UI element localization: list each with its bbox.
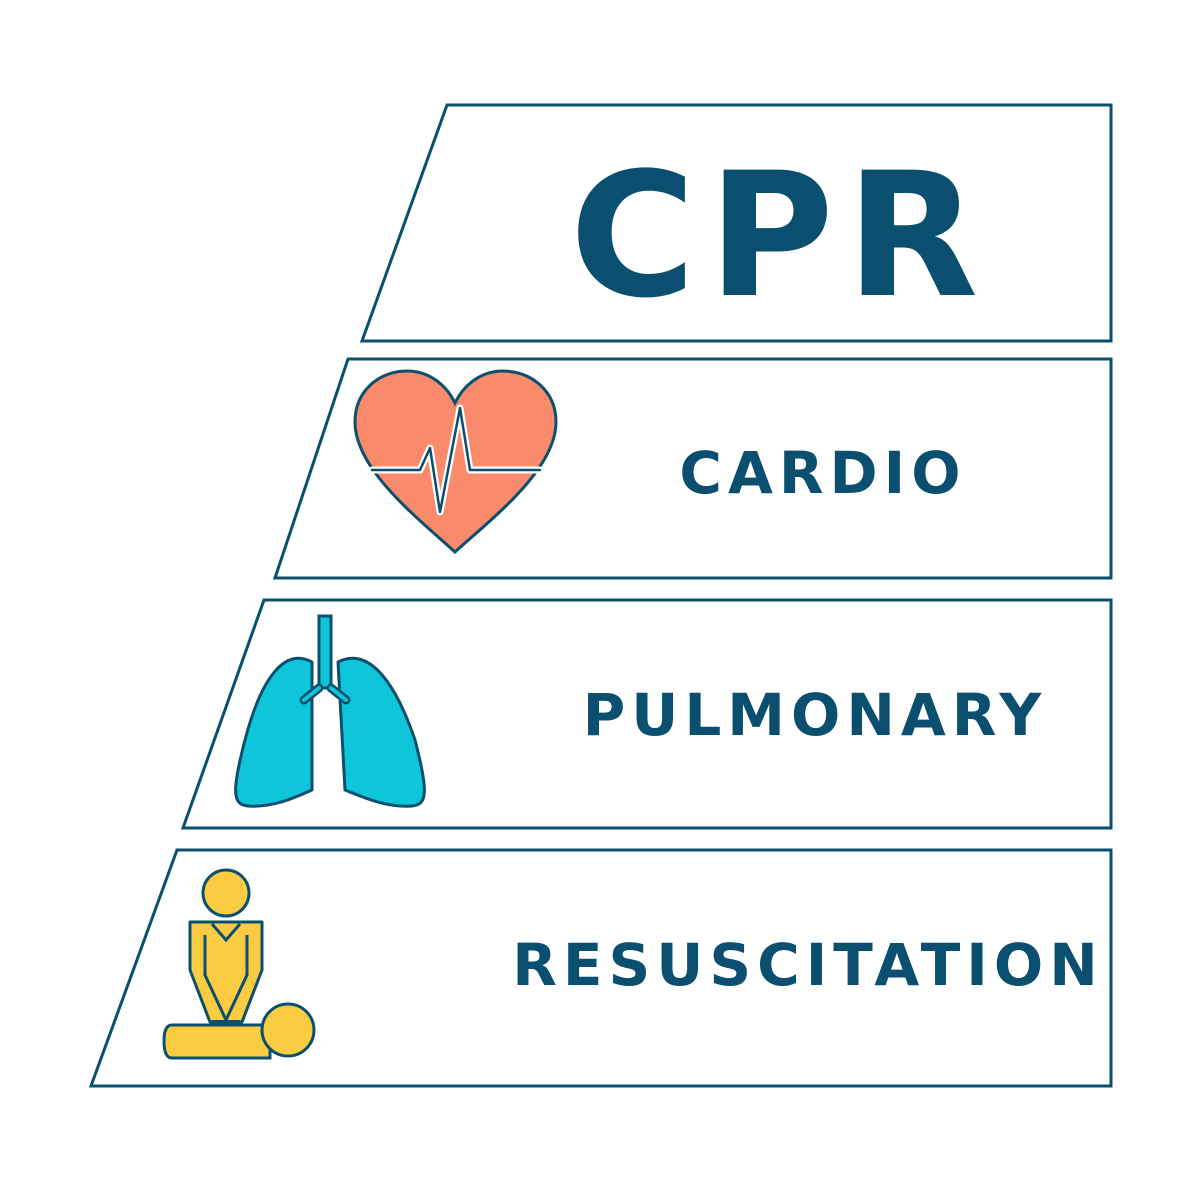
heart-pulse-icon xyxy=(353,369,558,555)
resuscitation-label: RESUSCITATION xyxy=(512,931,1104,999)
pulmonary-label: PULMONARY xyxy=(583,681,1048,749)
chest-compression-icon xyxy=(162,868,316,1060)
resuscitation-panel xyxy=(88,848,1113,1088)
diagram-title: CPR xyxy=(570,135,991,336)
lungs-icon xyxy=(234,614,426,808)
title-panel xyxy=(359,103,1113,343)
cardio-label: CARDIO xyxy=(679,439,966,507)
